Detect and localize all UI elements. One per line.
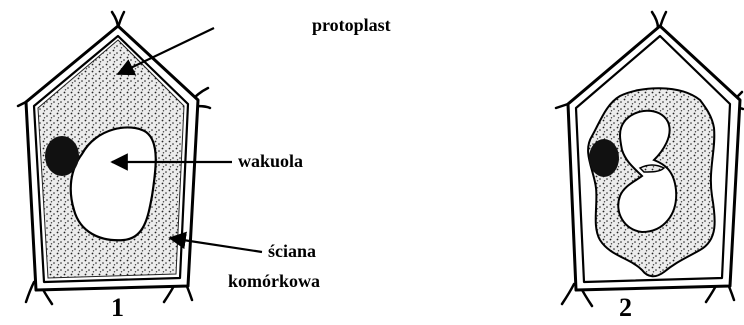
cell-2-nucleus xyxy=(589,139,619,177)
cell-1-wall-inner xyxy=(32,34,190,284)
cell-1-nucleus xyxy=(45,136,79,176)
cell-1-vacuole xyxy=(69,126,157,242)
label-vacuole: wakuola xyxy=(238,151,304,171)
label-protoplast: protoplast xyxy=(312,15,391,35)
cell-1 xyxy=(16,10,212,306)
figure-number-1: 1 xyxy=(111,293,124,322)
arrow-cell-wall xyxy=(168,231,263,254)
label-cell-wall-line2: komórkowa xyxy=(228,271,321,291)
figure-number-2: 2 xyxy=(619,293,632,322)
cell-2 xyxy=(554,10,744,308)
cell-2-cytoplasm-strand xyxy=(638,164,666,173)
arrow-protoplast xyxy=(116,27,215,76)
label-cell-wall-line1: ściana xyxy=(268,241,317,261)
